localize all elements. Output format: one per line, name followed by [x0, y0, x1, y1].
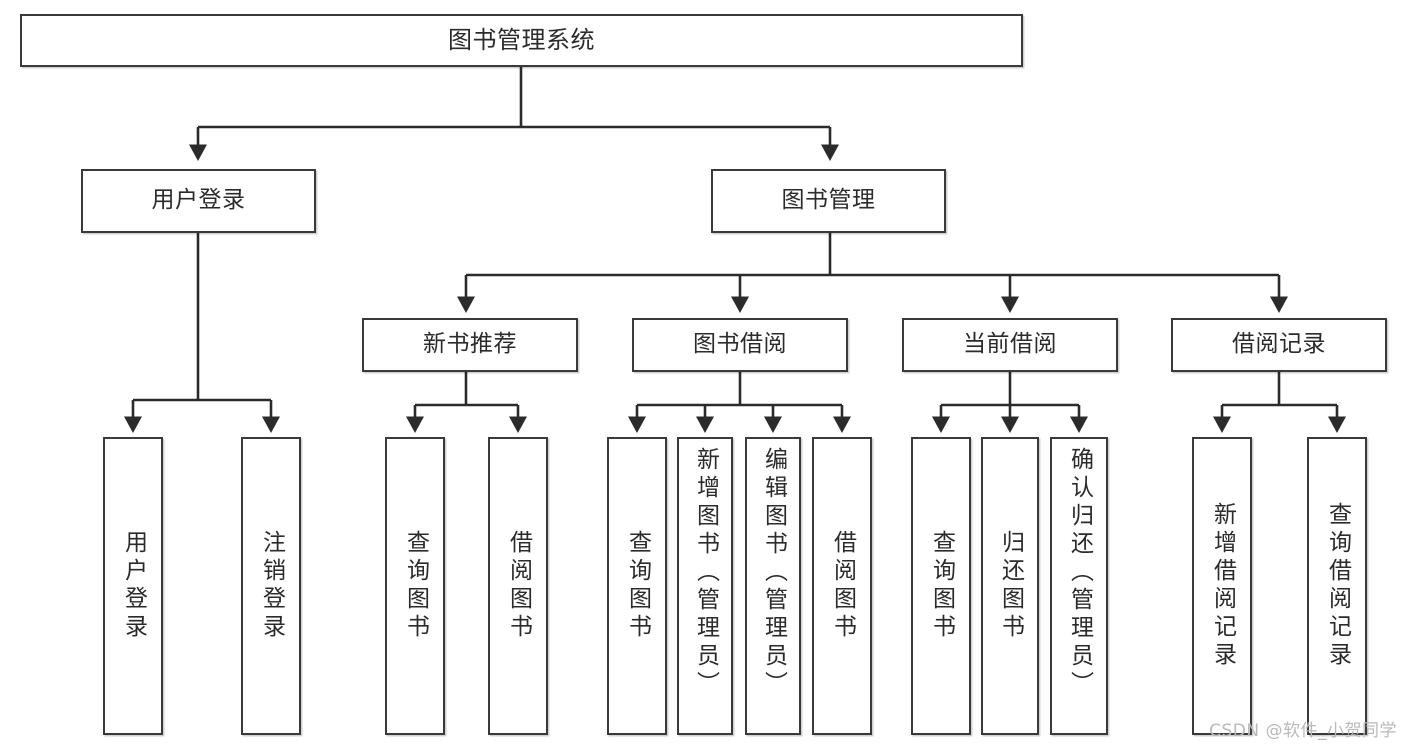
node-borrow-records-label: 借阅记录 [1232, 331, 1326, 358]
node-book-borrow[interactable]: 图书借阅 [632, 318, 848, 372]
leaf-borrow-query-book[interactable]: 查询图书 [607, 437, 667, 735]
node-book-management[interactable]: 图书管理 [711, 169, 946, 233]
leaf-user-login-label: 用户登录 [120, 530, 147, 642]
node-user-login[interactable]: 用户登录 [81, 169, 316, 233]
leaf-current-return-book-label: 归还图书 [997, 530, 1024, 642]
leaf-current-confirm-return-admin-label: 确认归还（管理员） [1066, 447, 1093, 699]
leaf-borrow-edit-book-admin-label: 编辑图书（管理员） [760, 447, 787, 699]
node-root[interactable]: 图书管理系统 [20, 14, 1023, 67]
leaf-records-query-record[interactable]: 查询借阅记录 [1307, 437, 1367, 735]
node-borrow-records[interactable]: 借阅记录 [1171, 318, 1387, 372]
leaf-borrow-borrow-book[interactable]: 借阅图书 [812, 437, 872, 735]
leaf-logout-label: 注销登录 [258, 530, 285, 642]
watermark: CSDN @软件_小贺同学 [1209, 721, 1397, 741]
node-new-book-recommend-label: 新书推荐 [423, 331, 517, 358]
node-current-borrow[interactable]: 当前借阅 [902, 318, 1118, 372]
leaf-logout[interactable]: 注销登录 [241, 437, 301, 735]
leaf-newbook-borrow-book-label: 借阅图书 [505, 530, 532, 642]
node-new-book-recommend[interactable]: 新书推荐 [362, 318, 578, 372]
leaf-records-query-record-label: 查询借阅记录 [1324, 502, 1351, 670]
leaf-borrow-borrow-book-label: 借阅图书 [829, 530, 856, 642]
leaf-records-add-record-label: 新增借阅记录 [1209, 502, 1236, 670]
leaf-current-query-book[interactable]: 查询图书 [911, 437, 971, 735]
leaf-current-confirm-return-admin[interactable]: 确认归还（管理员） [1050, 437, 1108, 735]
leaf-borrow-query-book-label: 查询图书 [624, 530, 651, 642]
leaf-borrow-add-book-admin[interactable]: 新增图书（管理员） [677, 437, 733, 735]
leaf-user-login[interactable]: 用户登录 [103, 437, 163, 735]
leaf-borrow-add-book-admin-label: 新增图书（管理员） [692, 447, 719, 699]
node-book-management-label: 图书管理 [781, 187, 876, 214]
leaf-current-return-book[interactable]: 归还图书 [981, 437, 1039, 735]
node-current-borrow-label: 当前借阅 [963, 331, 1057, 358]
node-book-borrow-label: 图书借阅 [693, 331, 787, 358]
leaf-newbook-borrow-book[interactable]: 借阅图书 [488, 437, 548, 735]
leaf-newbook-query-book-label: 查询图书 [402, 530, 429, 642]
leaf-newbook-query-book[interactable]: 查询图书 [385, 437, 445, 735]
leaf-records-add-record[interactable]: 新增借阅记录 [1192, 437, 1252, 735]
node-user-login-label: 用户登录 [151, 187, 246, 214]
leaf-current-query-book-label: 查询图书 [928, 530, 955, 642]
leaf-borrow-edit-book-admin[interactable]: 编辑图书（管理员） [745, 437, 801, 735]
node-root-label: 图书管理系统 [448, 26, 595, 55]
